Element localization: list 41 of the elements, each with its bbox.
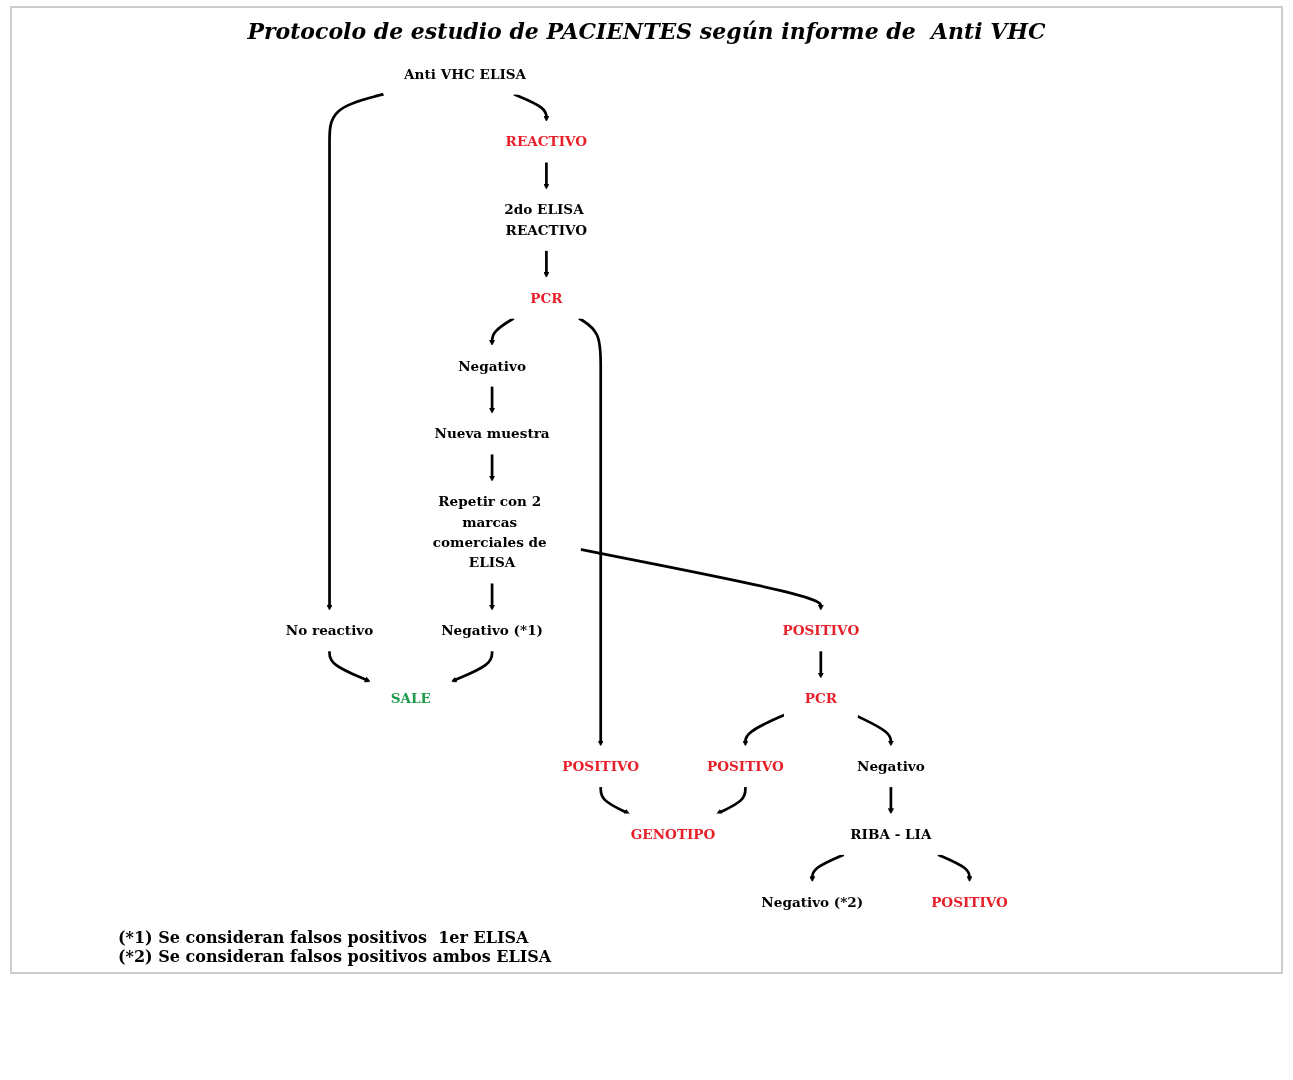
node-text: POSITIVO (561, 758, 639, 775)
arrow (543, 162, 549, 190)
diagram-title: Protocolo de estudio de PACIENTES según informe de Anti VHC (246, 18, 1047, 44)
footnote: (*2) Se consideran falsos positivos ambos ELISA (118, 947, 553, 966)
node-text: POSITIVO (706, 758, 784, 775)
node-text: No reactivo (285, 622, 373, 639)
arrow (577, 317, 604, 747)
arrow (450, 650, 494, 683)
arrow (488, 583, 495, 611)
node-text: POSITIVO (930, 894, 1008, 911)
arrow (579, 548, 824, 611)
arrow (808, 853, 844, 883)
node-text: Repetir con 2 marcas comerciales de ELISA (432, 493, 547, 571)
arrow (937, 853, 973, 883)
arrow (742, 713, 785, 747)
arrow (326, 92, 384, 611)
arrow (327, 650, 371, 683)
node-text: 2do ELISA REACTIVO (504, 201, 587, 239)
arrow (488, 317, 515, 346)
arrow (856, 714, 894, 747)
node-text: SALE (390, 690, 431, 707)
node-text: Nueva muestra (434, 425, 550, 442)
arrow (599, 786, 630, 815)
node-text: REACTIVO (505, 133, 587, 150)
node-text: Anti VHC ELISA (403, 65, 526, 82)
arrow (817, 650, 824, 679)
node-text: PCR (804, 690, 837, 707)
arrow (887, 786, 894, 815)
arrow (715, 786, 747, 815)
node-text: Negativo (*1) (440, 622, 543, 639)
node-text: RIBA - LIA (849, 826, 932, 843)
node-text: Negativo (457, 357, 526, 374)
footnote: (*1) Se consideran falsos positivos 1er ELISA (118, 928, 530, 947)
arrow (543, 250, 549, 278)
node-text: POSITIVO (782, 622, 859, 639)
node-text: PCR (529, 289, 563, 307)
node-text: GENOTIPO (630, 826, 716, 843)
node-text: Negativo (*2) (761, 894, 863, 911)
node-text: Negativo (856, 758, 925, 775)
arrow (488, 454, 495, 482)
arrow (488, 386, 495, 414)
